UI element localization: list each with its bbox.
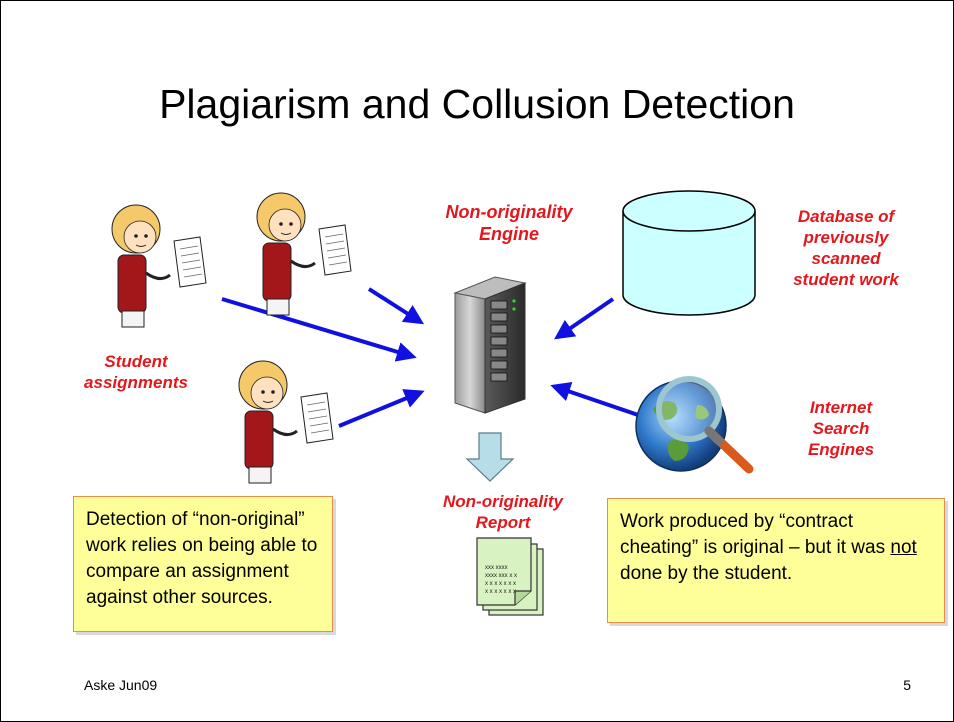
arrow-student2 [367,287,425,325]
database-label: Database of previously scanned student w… [771,206,921,290]
report-doc-line: xxxx xxx x x [485,573,518,579]
footer-left: Aske Jun09 [84,677,158,693]
report-doc-line: xxx xxxx [485,565,508,571]
left-note: Detection of “non-original” work relies … [73,496,333,632]
report-doc-line: x x x x x x x [485,589,517,595]
report-label-line: Report [475,513,531,532]
globe-magnifier-icon [635,376,754,474]
arrow-database [554,297,615,340]
students-label: Student assignments [66,351,206,393]
engine-label: Non-originality Engine [419,201,599,245]
right-note-underlined: not [890,537,917,558]
database-label-line: scanned [811,249,881,268]
database-icon [622,190,756,316]
report-documents-icon [476,537,544,616]
arrow-student3 [338,389,425,428]
right-note-text-end: done by the student. [620,563,793,584]
student-icon [238,360,334,484]
report-label: Non-originality Report [413,491,593,533]
engine-label-line: Engine [478,224,539,244]
internet-label-line: Engines [807,440,875,459]
students-label-line: assignments [84,373,188,392]
report-doc-text: xxx xxxx xxxx xxx x x x x x x x x x x x … [485,564,531,596]
student-icon [256,192,352,316]
down-arrow-icon [465,432,515,482]
internet-label: Internet Search Engines [781,397,901,460]
right-note-text: Work produced by “contract cheating” is … [620,511,891,558]
slide-title: Plagiarism and Collusion Detection [159,81,795,127]
report-label-line: Non-originality [443,492,563,511]
server-icon [453,276,527,414]
arrow-student1 [221,297,417,362]
database-label-line: previously [803,228,889,247]
student-icon [111,204,207,328]
slide-number: 5 [903,677,911,693]
left-note-text: Detection of “non-original” work relies … [86,509,318,608]
arrows [221,287,642,428]
right-note: Work produced by “contract cheating” is … [607,498,945,623]
internet-label-line: Internet [809,398,873,417]
database-label-line: Database of [797,207,895,226]
database-label-line: student work [793,270,899,289]
engine-label-line: Non-originality [445,202,573,222]
internet-label-line: Search [812,419,870,438]
students-label-line: Student [104,352,168,371]
arrow-internet [550,382,642,418]
report-doc-line: x x x x x x x [485,581,517,587]
